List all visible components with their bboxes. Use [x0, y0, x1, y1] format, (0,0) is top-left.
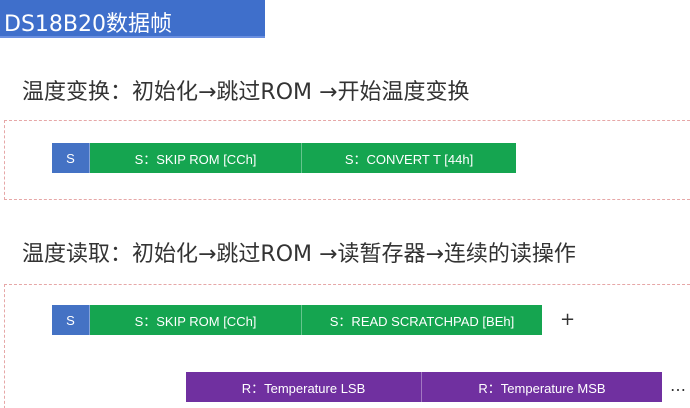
frame-box-conversion	[4, 120, 690, 200]
start-cell: S	[52, 305, 90, 335]
section-heading-temperature-read: 温度读取：初始化→跳过ROM →读暂存器→连续的读操作	[22, 242, 576, 267]
page-title: DS18B20数据帧	[4, 12, 172, 37]
title-bar: DS18B20数据帧	[0, 0, 265, 38]
section-heading-temperature-conversion: 温度变换：初始化→跳过ROM →开始温度变换	[22, 80, 470, 105]
frame-row-conversion: S S：SKIP ROM [CCh] S：CONVERT T [44h]	[52, 143, 516, 173]
frame-row-read-command: S S：SKIP ROM [CCh] S：READ SCRATCHPAD [BE…	[52, 305, 542, 335]
convert-t-cell: S：CONVERT T [44h]	[302, 143, 516, 173]
frame-row-read-data: R：Temperature LSB R：Temperature MSB	[186, 372, 662, 402]
plus-sign: +	[560, 309, 576, 330]
temperature-msb-cell: R：Temperature MSB	[422, 372, 662, 402]
start-cell: S	[52, 143, 90, 173]
skip-rom-cell: S：SKIP ROM [CCh]	[90, 143, 302, 173]
read-scratchpad-cell: S：READ SCRATCHPAD [BEh]	[302, 305, 542, 335]
ellipsis: …	[670, 376, 686, 395]
frame-box-read	[4, 284, 690, 408]
skip-rom-cell: S：SKIP ROM [CCh]	[90, 305, 302, 335]
temperature-lsb-cell: R：Temperature LSB	[186, 372, 422, 402]
